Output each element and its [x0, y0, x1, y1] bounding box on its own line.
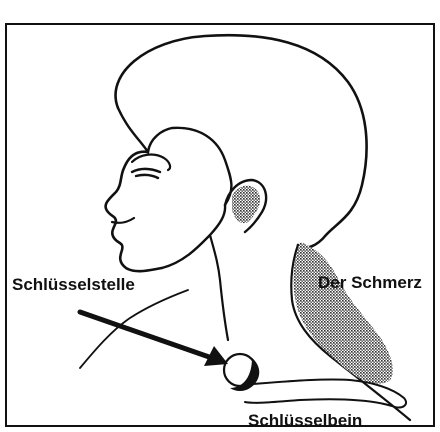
label-key-point: Schlüsselstelle [12, 275, 135, 294]
neck-front [210, 235, 228, 340]
eye [132, 169, 160, 178]
collarbone [240, 379, 406, 407]
arrow-shaft [80, 312, 212, 358]
pain-region [293, 242, 392, 384]
label-collarbone: Schlüsselbein [248, 411, 362, 430]
label-pain: Der Schmerz [318, 273, 422, 292]
hair-lower-outline [118, 108, 231, 205]
eyebrow [132, 155, 170, 170]
ear-shading [232, 186, 260, 223]
